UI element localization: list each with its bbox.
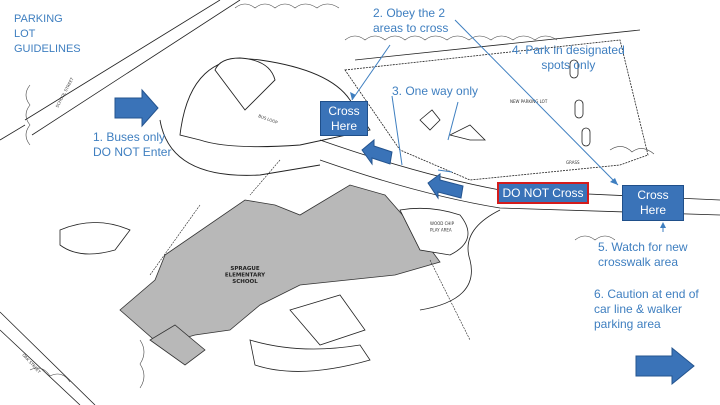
- exit-arrow-icon: [635, 346, 695, 386]
- annotation-park: 4. Park in designated spots only: [512, 43, 625, 72]
- school-street: [0, 0, 241, 141]
- oak-street: [0, 311, 96, 405]
- bus-arrow-icon: [114, 88, 159, 128]
- pointer-heads: [350, 92, 666, 228]
- lot-islands: [419, 109, 486, 141]
- cross-here-callout-2: Cross Here: [622, 185, 684, 221]
- direction-arrows: [114, 88, 695, 386]
- page-title: PARKING LOT GUIDELINES: [14, 13, 81, 55]
- do-not-cross-callout: DO NOT Cross: [497, 182, 589, 204]
- parking-spots: [569, 59, 591, 147]
- annotation-caution: 6. Caution at end of car line & walker p…: [594, 287, 699, 331]
- annotation-obey: 2. Obey the 2 areas to cross: [373, 6, 449, 35]
- parking-lot-label: NEW PARKING LOT: [510, 99, 548, 104]
- walkways: [149, 159, 471, 341]
- pointer-lines: [351, 19, 664, 232]
- one-way-arrow-2-icon: [427, 173, 464, 200]
- oak-street-label: OAK STREET: [21, 352, 42, 374]
- school-street-label: SCHOOL STREET: [54, 76, 74, 108]
- play-areas: [59, 207, 469, 372]
- main-drive: [319, 139, 720, 311]
- one-way-arrow-1-icon: [361, 138, 393, 166]
- bus-loop-label: BUS LOOP: [258, 113, 279, 125]
- annotation-buses: 1. Buses only DO NOT Enter: [93, 130, 172, 159]
- annotation-watch: 5. Watch for new crosswalk area: [598, 240, 688, 269]
- school-building: [119, 184, 441, 366]
- bus-loop: [159, 57, 371, 176]
- cross-here-callout-1: Cross Here: [320, 101, 368, 136]
- grass-label: GRASS: [566, 160, 580, 165]
- annotation-one-way: 3. One way only: [392, 84, 479, 98]
